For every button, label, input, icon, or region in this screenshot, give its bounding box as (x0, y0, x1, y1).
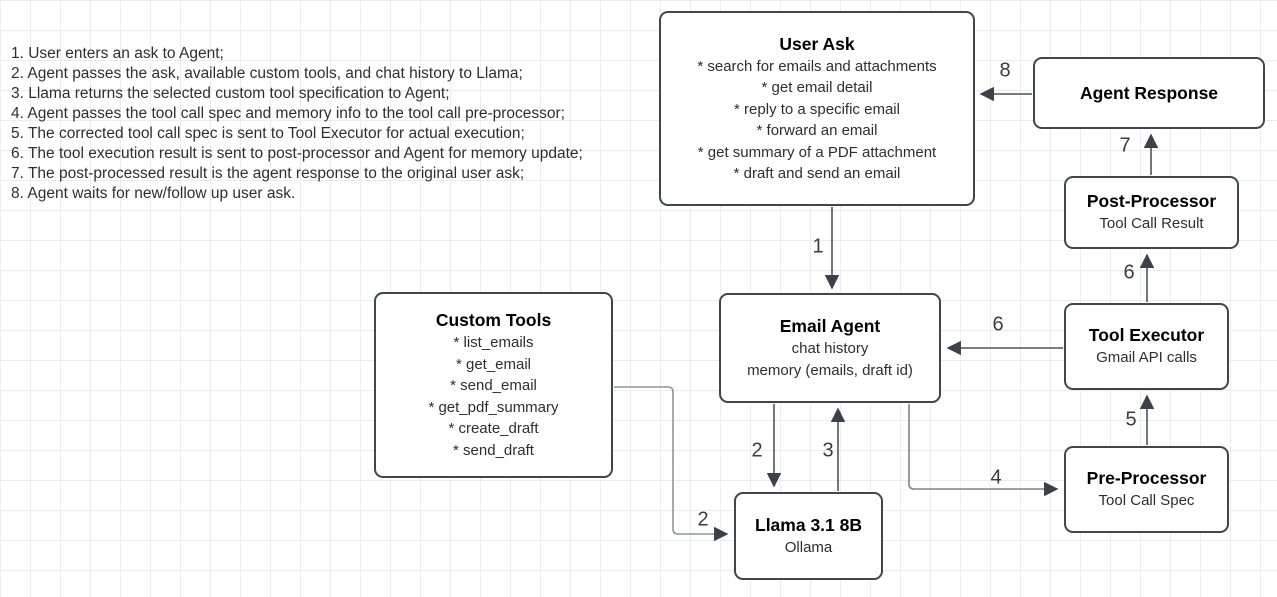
process-step: 8. Agent waits for new/follow up user as… (11, 185, 296, 202)
node-title: Email Agent (779, 316, 881, 336)
edge-label-6b: 6 (992, 313, 1004, 336)
node-subtitle: Tool Call Spec (1098, 492, 1195, 510)
node-line: * send_draft (453, 441, 534, 459)
process-step: 2. Agent passes the ask, available custo… (11, 65, 523, 82)
node-title: Tool Executor (1088, 325, 1205, 346)
process-steps-list: 1. User enters an ask to Agent; 2. Agent… (11, 44, 583, 204)
node-line: chat history (791, 340, 869, 357)
edge-label-1: 1 (812, 235, 824, 258)
process-step: 3. Llama returns the selected custom too… (11, 85, 450, 102)
process-step: 5. The corrected tool call spec is sent … (11, 125, 525, 142)
node-llama: Llama 3.1 8B Ollama (734, 492, 883, 580)
process-step: 1. User enters an ask to Agent; (11, 45, 224, 62)
edge-label-3: 3 (822, 439, 834, 462)
node-subtitle: Gmail API calls (1096, 349, 1197, 367)
process-step: 4. Agent passes the tool call spec and m… (11, 105, 565, 122)
edge-label-6: 6 (1123, 261, 1135, 284)
node-line: * get_pdf_summary (428, 398, 559, 416)
node-subtitle: Ollama (784, 538, 833, 556)
arrow-step4 (908, 404, 1059, 497)
edge-label-4: 4 (990, 466, 1002, 489)
node-title: Agent Response (1079, 82, 1219, 103)
node-post-processor: Post-Processor Tool Call Result (1064, 176, 1239, 249)
node-user-ask: User Ask * search for emails and attachm… (659, 11, 975, 206)
node-line: * send_email (450, 377, 537, 394)
process-step: 7. The post-processed result is the agen… (11, 165, 525, 182)
node-tool-executor: Tool Executor Gmail API calls (1064, 303, 1229, 390)
node-line: * create_draft (448, 420, 539, 437)
edge-label-2b: 2 (697, 508, 709, 531)
node-line: * search for emails and attachments (697, 57, 937, 75)
edge-label-7: 7 (1119, 134, 1131, 157)
node-title: Llama 3.1 8B (755, 514, 862, 535)
edge-label-5: 5 (1125, 408, 1137, 431)
node-custom-tools: Custom Tools * list_emails * get_email *… (374, 292, 613, 478)
node-line: * forward an email (756, 122, 878, 139)
node-line: * get summary of a PDF attachment (697, 143, 937, 161)
node-line: * list_emails (453, 334, 534, 351)
node-line: * get email detail (761, 79, 873, 96)
node-email-agent: Email Agent chat history memory (emails,… (719, 293, 941, 403)
node-subtitle: Tool Call Result (1099, 215, 1204, 233)
node-title: Custom Tools (435, 310, 552, 330)
edge-label-2: 2 (751, 439, 763, 462)
arrow-step2-tools-to-llama (614, 386, 729, 542)
node-title: User Ask (779, 33, 855, 54)
node-agent-response: Agent Response (1033, 57, 1265, 129)
node-line: * reply to a specific email (734, 100, 900, 118)
node-title: Post-Processor (1086, 191, 1217, 212)
edge-label-8: 8 (999, 59, 1011, 82)
node-line: * draft and send an email (733, 165, 901, 182)
node-line: memory (emails, draft id) (747, 361, 913, 379)
node-title: Pre-Processor (1086, 468, 1207, 489)
node-pre-processor: Pre-Processor Tool Call Spec (1064, 446, 1229, 533)
process-step: 6. The tool execution result is sent to … (11, 145, 583, 162)
node-line: * get_email (455, 355, 532, 373)
